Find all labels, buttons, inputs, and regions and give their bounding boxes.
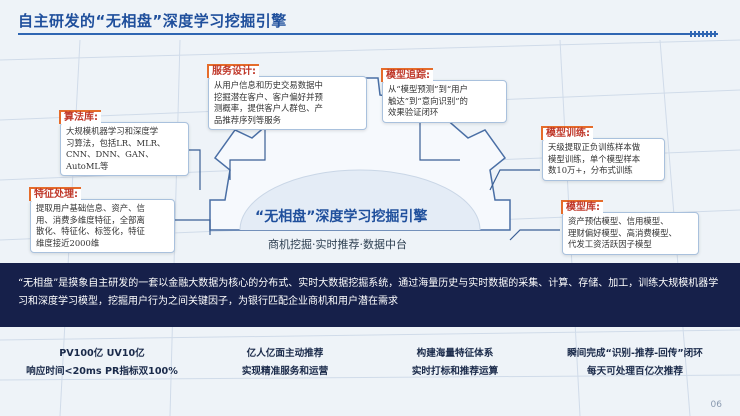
gear-subtitle: 商机挖掘·实时推荐·数据中台 xyxy=(268,238,407,251)
page-title: 自主研发的“无相盘”深度学习挖掘引擎 xyxy=(18,12,287,30)
service-design-box: 服务设计: 从用户信息和历史交易数据中 挖掘潜在客户、客户偏好并预 测概率，提供… xyxy=(207,64,367,130)
model-library-box: 模型库: 资产预估模型、信用模型、 理财偏好模型、高消费模型、 代发工资活跃因子… xyxy=(561,200,699,255)
model-library-heading: 模型库: xyxy=(561,200,603,214)
algorithm-lib-heading: 算法库: xyxy=(59,110,101,124)
model-tracking-box: 模型追踪: 从“模型预测”到“用户 触达”到“意向识别”的 效果验证闭环 xyxy=(381,68,507,123)
feature-processing-box: 特征处理: 提取用户基础信息、资产、信 用、消费多维度特征，全部离 散化、特征化… xyxy=(29,187,175,253)
model-training-heading: 模型训练: xyxy=(541,126,593,140)
algorithm-lib-box: 算法库: 大规模机器学习和深度学 习算法，包括LR、MLR、 CNN、DNN、G… xyxy=(59,110,189,176)
service-design-heading: 服务设计: xyxy=(207,64,259,78)
model-training-box: 模型训练: 天级提取正负训练样本做 模型训练，单个模型样本 数10万+，分布式训… xyxy=(541,126,665,181)
description-band: “无相盘”是摸象自主研发的一套以金融大数据为核心的分布式、实时大数据挖掘系统，通… xyxy=(0,263,740,327)
model-tracking-heading: 模型追踪: xyxy=(381,68,433,82)
metric-column-4: 瞬间完成“识别-推荐-回传”闭环 每天可处理百亿次推荐 xyxy=(567,348,703,377)
model-library-text: 资产预估模型、信用模型、 理财偏好模型、高消费模型、 代发工资活跃因子模型 xyxy=(568,216,677,249)
algorithm-lib-text: 大规模机器学习和深度学 习算法，包括LR、MLR、 CNN、DNN、GAN、 A… xyxy=(66,126,166,171)
page-number: 06 xyxy=(710,400,722,410)
model-tracking-text: 从“模型预测”到“用户 触达”到“意向识别”的 效果验证闭环 xyxy=(388,84,468,117)
feature-processing-heading: 特征处理: xyxy=(29,187,81,201)
feature-processing-text: 提取用户基础信息、资产、信 用、消费多维度特征，全部离 散化、特征化、标签化，特… xyxy=(36,203,145,248)
title-dots-decoration xyxy=(690,31,718,37)
metric-column-1: PV100亿 UV10亿 响应时间<20ms PR指标双100% xyxy=(26,348,178,377)
metric-column-3: 构建海量特征体系 实时打标和推荐运算 xyxy=(411,348,499,377)
gear-title: “无相盘”深度学习挖掘引擎 xyxy=(255,209,428,225)
service-design-text: 从用户信息和历史交易数据中 挖掘潜在客户、客户偏好并预 测概率，提供客户人群包、… xyxy=(214,80,323,125)
description-text: “无相盘”是摸象自主研发的一套以金融大数据为核心的分布式、实时大数据挖掘系统，通… xyxy=(18,278,719,307)
metric-column-2: 亿人亿面主动推荐 实现精准服务和运营 xyxy=(241,348,329,377)
title-underline xyxy=(18,33,718,35)
model-training-text: 天级提取正负训练样本做 模型训练，单个模型样本 数10万+，分布式训练 xyxy=(548,142,641,175)
